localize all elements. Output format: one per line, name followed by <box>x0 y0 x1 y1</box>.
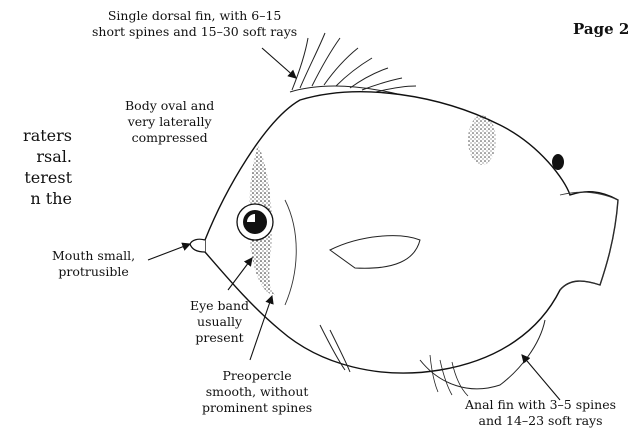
mouth-label: Mouth small, protrusible <box>52 248 135 280</box>
eye-band-label: Eye band usually present <box>190 298 249 346</box>
anal-fin-label: Anal fin with 3–5 spines and 14–23 soft … <box>465 397 616 429</box>
page-label: Page 2 <box>573 20 629 38</box>
dorsal-fin-label: Single dorsal fin, with 6–15 short spine… <box>92 8 297 40</box>
body-shape-label: Body oval and very laterally compressed <box>125 98 214 146</box>
body-text-line: n the <box>0 188 72 209</box>
body-text-line: raters <box>0 125 72 146</box>
body-text-line: terest <box>0 167 72 188</box>
dorsal-arrow <box>262 48 296 78</box>
preopercle-label: Preopercle smooth, without prominent spi… <box>202 368 312 416</box>
mouth-arrow <box>148 244 190 260</box>
body-text-line: rsal. <box>0 146 72 167</box>
body-text-fragment: raters rsal. terest n the <box>0 125 72 209</box>
anal-arrow <box>522 355 560 400</box>
